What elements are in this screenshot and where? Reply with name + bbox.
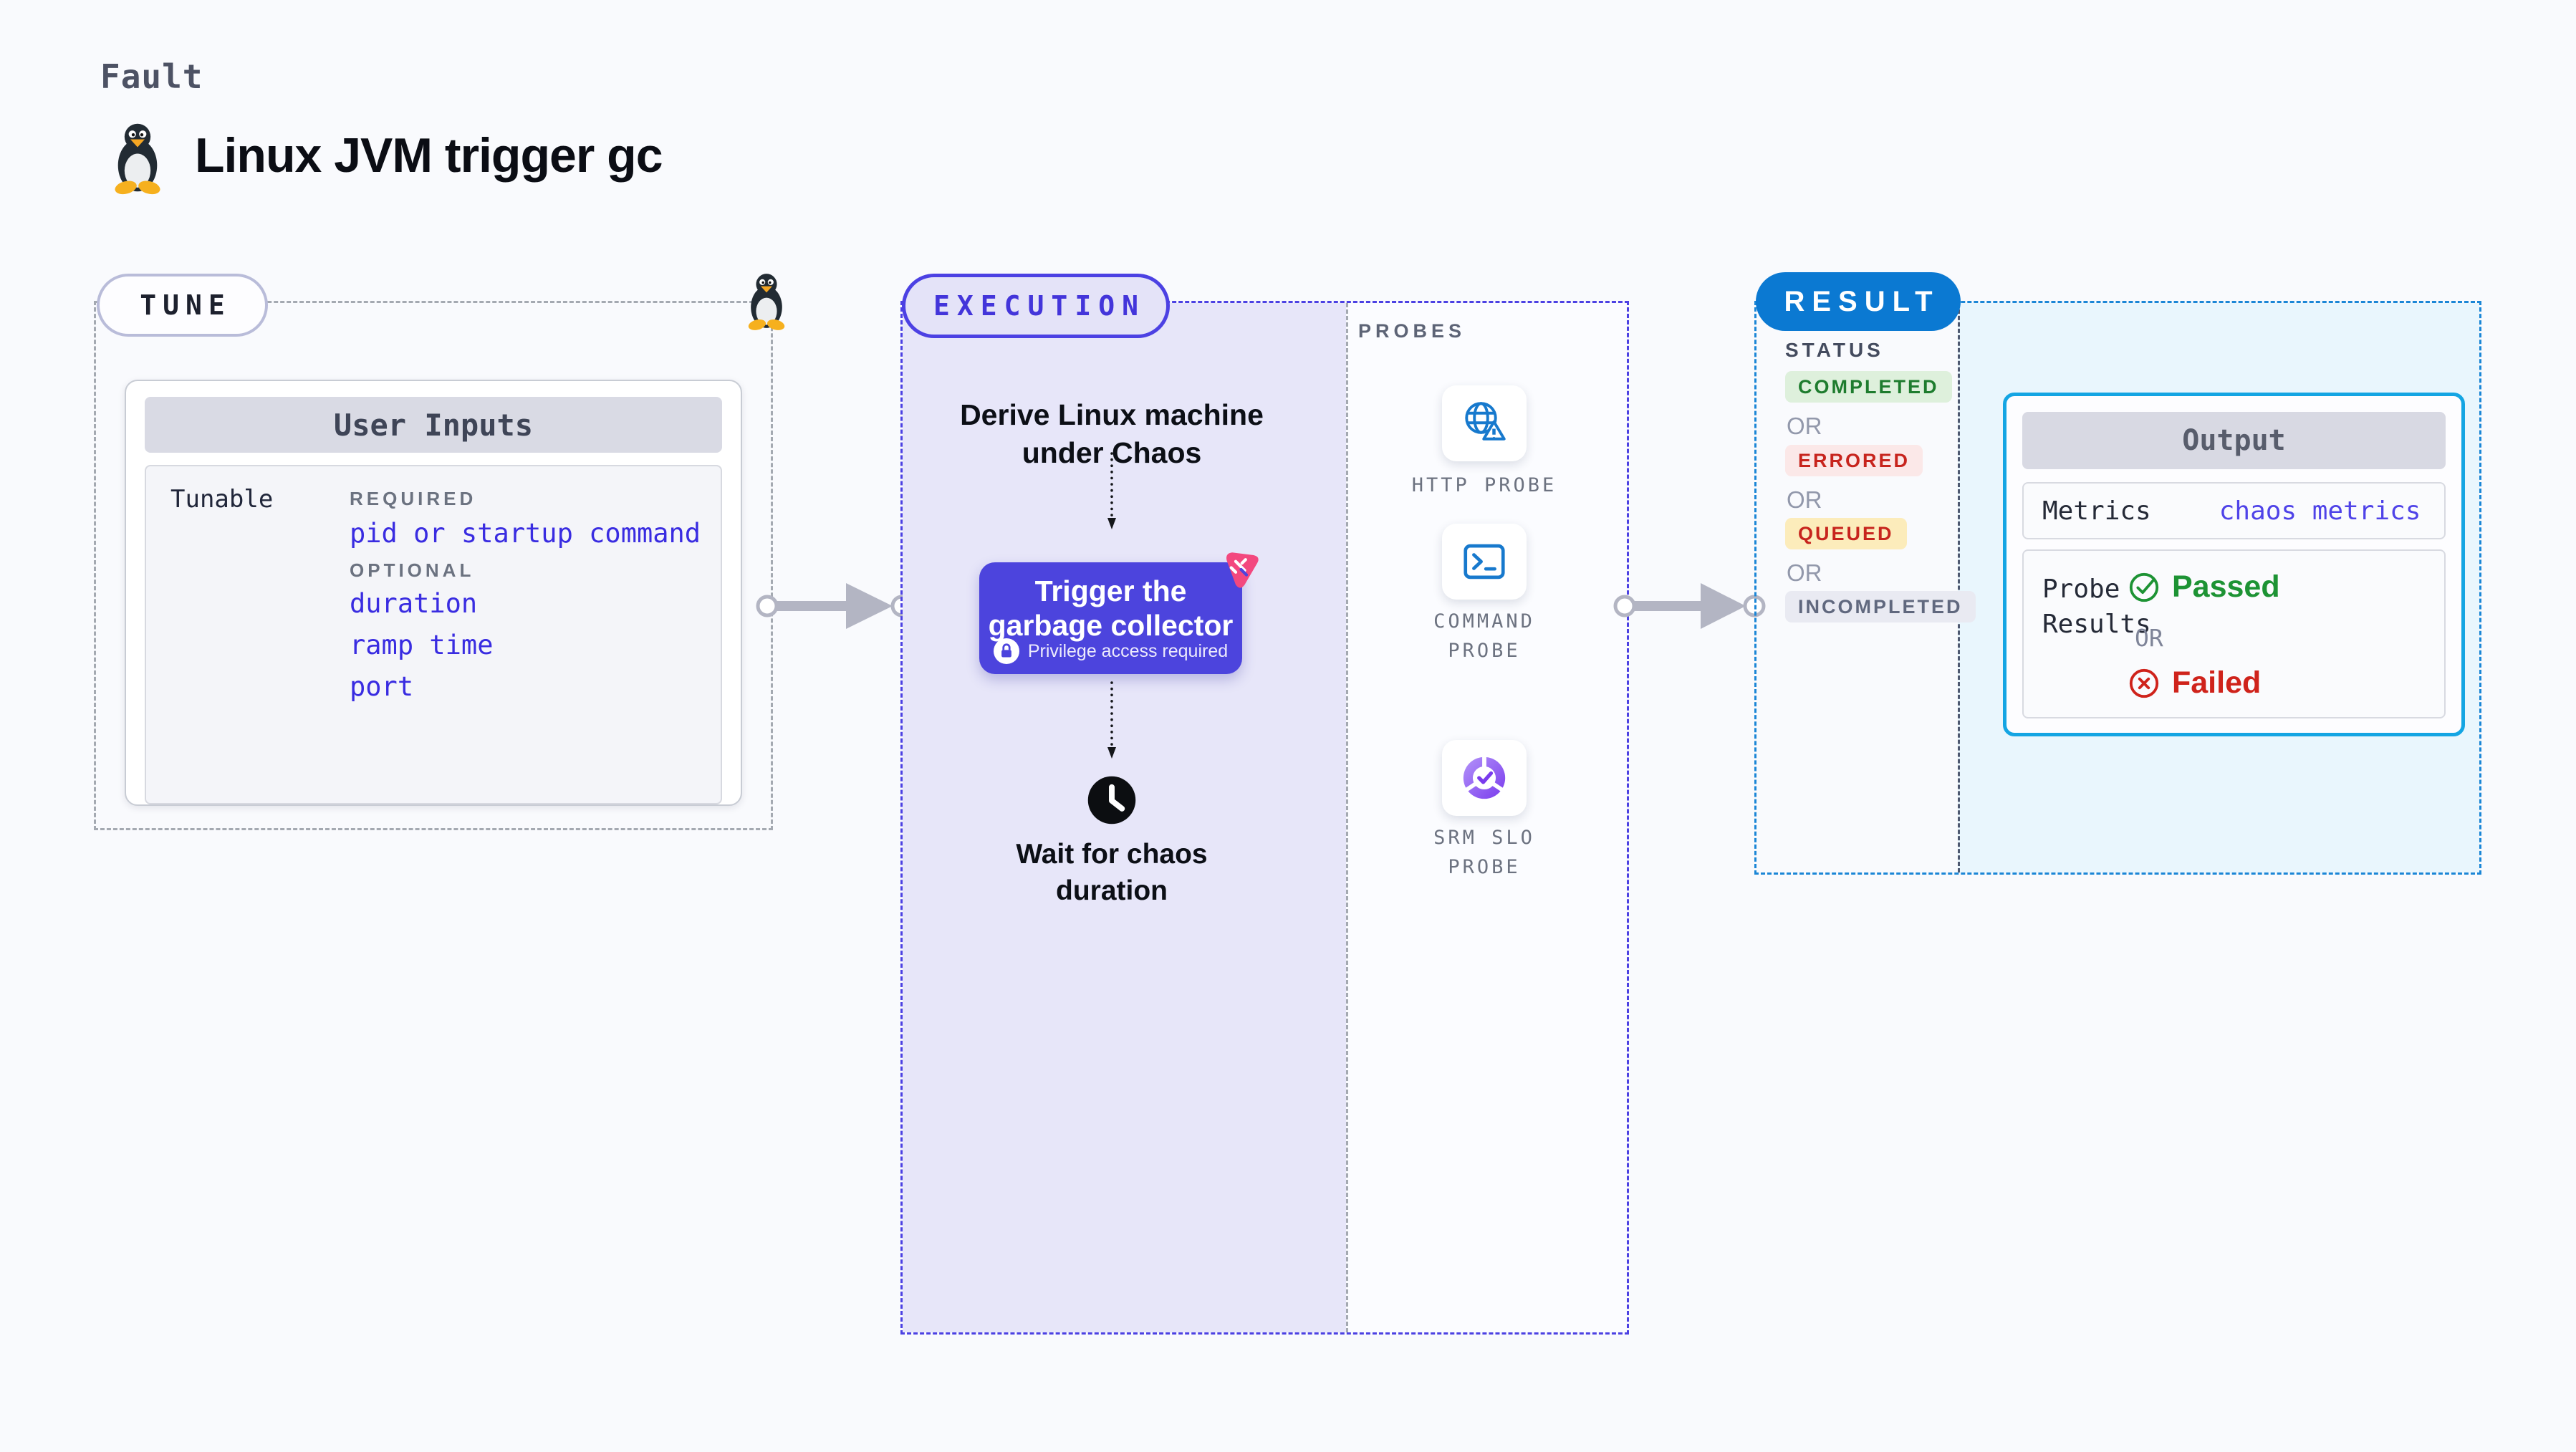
http-probe-label: HTTP PROBE <box>1411 474 1557 496</box>
execution-panel: Derive Linux machine under Chaos Trigger… <box>903 303 1346 1332</box>
privilege-note: Privilege access required <box>1027 640 1229 661</box>
lock-icon <box>993 638 1019 664</box>
tunable-panel: Tunable REQUIRED pid or startup command … <box>145 465 722 804</box>
x-circle-icon <box>2128 667 2161 700</box>
check-circle-icon <box>2128 571 2161 604</box>
probes-panel: PROBES HTTP PROBE <box>1348 303 1627 1332</box>
http-probe-card[interactable] <box>1442 385 1527 461</box>
execution-probes-divider <box>1346 303 1348 1332</box>
optional-label: OPTIONAL <box>350 559 475 581</box>
metrics-row: Metrics chaos metrics <box>2022 482 2446 539</box>
or-separator: OR <box>1787 413 1822 439</box>
status-badge-queued: QUEUED <box>1785 518 1907 549</box>
dotted-arrow-down-icon <box>1107 452 1117 531</box>
chaos-logo-icon <box>1218 548 1261 591</box>
failed-label: Failed <box>2172 665 2262 700</box>
terminal-icon <box>1459 537 1509 587</box>
metrics-label: Metrics <box>2042 496 2151 526</box>
status-title: STATUS <box>1785 339 1884 361</box>
page-title: Linux JVM trigger gc <box>195 128 663 183</box>
tunable-row-label: Tunable <box>170 485 274 514</box>
passed-label: Passed <box>2172 569 2280 604</box>
user-inputs-card: User Inputs Tunable REQUIRED pid or star… <box>125 380 742 806</box>
status-badge-errored: ERRORED <box>1785 445 1923 476</box>
result-badge: RESULT <box>1756 272 1961 331</box>
status-badge-incompleted: INCOMPLETED <box>1785 591 1976 622</box>
or-separator: OR <box>1787 486 1822 513</box>
wait-step-label: Wait for chaos duration <box>1016 839 1208 906</box>
probe-results-row: Probe Results Passed OR <box>2022 549 2446 718</box>
trigger-gc-node[interactable]: Trigger the garbage collector Privilege … <box>979 562 1242 674</box>
or-separator: OR <box>2135 624 2163 652</box>
required-label: REQUIRED <box>350 488 477 509</box>
input-link-pid-or-startup-command[interactable]: pid or startup command <box>350 518 701 549</box>
connector-arrow-tune-to-execution <box>754 579 915 637</box>
tune-section-box <box>94 301 773 830</box>
srm-slo-probe-label: SRM SLO PROBE <box>1433 827 1535 878</box>
status-output-divider <box>1958 303 1960 872</box>
result-section-box: STATUS COMPLETED OR ERRORED OR QUEUED OR… <box>1754 301 2481 875</box>
slo-pie-icon <box>1459 753 1509 803</box>
linux-penguin-icon <box>109 120 166 195</box>
passed-verdict: Passed <box>2128 569 2280 605</box>
status-badge-completed: COMPLETED <box>1785 371 1952 403</box>
input-link-ramp-time[interactable]: ramp time <box>350 630 494 660</box>
globe-alert-icon <box>1458 398 1510 449</box>
clock-icon <box>1085 773 1139 827</box>
chaos-metrics-link[interactable]: chaos metrics <box>2219 496 2421 526</box>
dotted-arrow-down-icon <box>1107 681 1117 760</box>
execution-badge: EXECUTION <box>902 274 1170 338</box>
probe-results-label: Probe Results <box>2042 574 2151 639</box>
command-probe-card[interactable] <box>1442 524 1527 600</box>
probes-title: PROBES <box>1358 320 1466 342</box>
command-probe-label: COMMAND PROBE <box>1433 610 1535 662</box>
tux-penguin-icon <box>744 271 789 331</box>
srm-slo-probe-card[interactable] <box>1442 740 1527 816</box>
trigger-gc-label: Trigger the garbage collector <box>988 574 1234 643</box>
connector-arrow-execution-to-result <box>1612 579 1768 637</box>
or-separator: OR <box>1787 559 1822 586</box>
output-title: Output <box>2022 412 2446 469</box>
input-link-port[interactable]: port <box>350 671 414 702</box>
tune-badge: TUNE <box>97 274 268 337</box>
fault-eyebrow: Fault <box>100 57 203 96</box>
output-card: Output Metrics chaos metrics Probe Resul… <box>2003 393 2465 736</box>
input-link-duration[interactable]: duration <box>350 588 478 619</box>
execution-section-box: Derive Linux machine under Chaos Trigger… <box>900 301 1629 1335</box>
failed-verdict: Failed <box>2128 665 2261 701</box>
user-inputs-title: User Inputs <box>145 397 722 453</box>
